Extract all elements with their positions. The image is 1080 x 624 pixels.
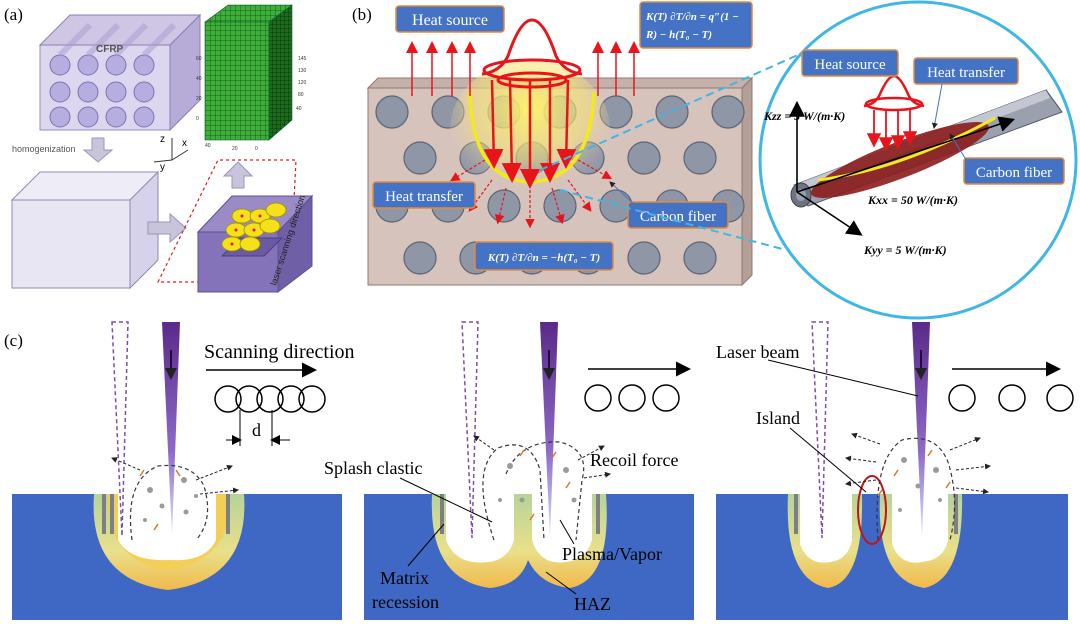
- zoom-connector-top: [539, 53, 801, 171]
- haz-label: HAZ: [574, 594, 611, 614]
- mesh-model: 145 130 120 80 40 60 40 20 0 40 20 0: [196, 4, 307, 152]
- cfrp-block: CFRP: [38, 13, 202, 132]
- right-arrow-icon: [147, 212, 187, 244]
- panel-a: (a) CFRP homogenization: [4, 4, 314, 294]
- svg-text:40: 40: [196, 76, 202, 82]
- heat-transfer-box: Heat transfer: [372, 181, 476, 209]
- svg-text:130: 130: [298, 68, 307, 74]
- carbon-fiber-label: Carbon fiber: [640, 209, 716, 225]
- bottom-equation-box: K(T) ∂T/∂n = −h(T₀ − T): [474, 241, 614, 271]
- previous-beams: [111, 321, 829, 539]
- d-label: d: [252, 420, 261, 440]
- kxx-label: Kxx = 50 W/(m·K): [867, 193, 958, 207]
- heat-source-icon: [481, 18, 583, 89]
- cfrp-label: CFRP: [96, 44, 124, 55]
- panel-a-label: (a): [4, 5, 23, 24]
- heat-transfer-inset-box: Heat transfer: [913, 57, 1019, 85]
- plasma-vapor-label: Plasma/Vapor: [562, 544, 662, 564]
- svg-text:20: 20: [196, 96, 202, 102]
- debris: [143, 457, 942, 522]
- scan-spots-2: [584, 384, 680, 412]
- svg-text:0: 0: [255, 146, 258, 152]
- scan-spots-3: [948, 384, 1074, 412]
- inset-carbon-fiber-label: Carbon fiber: [976, 165, 1052, 181]
- plasma-pointer: [559, 519, 575, 545]
- splash-pointer: [399, 477, 493, 523]
- splash-clastic-label: Splash clastic: [324, 458, 422, 478]
- inset-heat-source-label: Heat source: [814, 57, 886, 73]
- svg-text:40: 40: [296, 106, 302, 112]
- top-equation-line1: K(T) ∂T/∂n = q″(1 −: [645, 11, 739, 23]
- panel-c: (c): [4, 321, 1074, 620]
- carbon-fiber-box: Carbon fiber: [627, 201, 729, 229]
- homogenization-label: homogenization: [12, 144, 76, 154]
- laser-beam-pointer: [767, 359, 919, 397]
- svg-text:60: 60: [196, 56, 202, 62]
- svg-text:0: 0: [196, 116, 199, 122]
- crater-2: [431, 494, 607, 588]
- laser-scan-block: laser scanning direction: [196, 194, 314, 294]
- ejection-arrows: [111, 432, 991, 495]
- heat-transfer-label: Heat transfer: [385, 189, 463, 205]
- plumes: [129, 437, 956, 541]
- down-arrow-icon: [82, 137, 114, 163]
- bottom-equation: K(T) ∂T/∂n = −h(T₀ − T): [487, 252, 600, 264]
- island-pointer: [789, 427, 867, 493]
- carbon-fiber-pointer: [609, 181, 637, 207]
- axes-triad: [153, 138, 189, 163]
- heat-input-arrows: [483, 79, 577, 189]
- svg-text:120: 120: [298, 80, 307, 86]
- heat-source-inset-box: Heat source: [801, 49, 899, 77]
- island-marker: [857, 475, 887, 545]
- heat-source-box: Heat source: [395, 5, 505, 33]
- hot-particles: [139, 449, 951, 531]
- axis-y-label: y: [160, 162, 165, 173]
- axis-z-label: z: [160, 134, 165, 145]
- scan-spots-1: [214, 385, 326, 413]
- top-equation-box: K(T) ∂T/∂n = q″(1 − R) − h(T₀ − T): [639, 1, 753, 49]
- heat-source-label: Heat source: [412, 12, 488, 29]
- matrix-pointer: [407, 523, 445, 567]
- kzz-label: Kzz = 5 W/(m·K): [763, 109, 845, 123]
- crater-3: [787, 475, 963, 588]
- recoil-force-label: Recoil force: [590, 450, 678, 470]
- svg-text:20: 20: [232, 146, 238, 152]
- inset-heat-transfer-label: Heat transfer: [927, 65, 1005, 81]
- laser-beam-label: Laser beam: [716, 342, 799, 362]
- axis-x-label: x: [182, 138, 187, 149]
- top-equation-line2: R) − h(T₀ − T): [645, 29, 712, 41]
- svg-text:80: 80: [298, 92, 304, 98]
- matrix-label: Matrix: [380, 568, 429, 588]
- svg-text:40: 40: [205, 143, 211, 149]
- island-label: Island: [756, 408, 800, 428]
- scanning-direction-label: Scanning direction: [204, 341, 355, 363]
- panel-b-label: (b): [352, 5, 372, 24]
- heat-loss-arrows: [406, 41, 640, 96]
- panel-b: (b): [352, 0, 1078, 320]
- recession-label: recession: [372, 592, 439, 612]
- svg-text:145: 145: [298, 56, 307, 62]
- homogenized-block: [10, 170, 160, 290]
- panel-c-label: (c): [4, 331, 23, 350]
- kyy-label: Kyy = 5 W/(m·K): [863, 243, 947, 257]
- up-arrow-icon: [222, 161, 254, 189]
- haz-pointer: [545, 571, 577, 595]
- d-dimension: [226, 410, 290, 446]
- carbon-fiber-inset-box: Carbon fiber: [963, 157, 1065, 185]
- inset-fiber-view: Heat source Heat transfer Carbon fiber K…: [758, 0, 1078, 320]
